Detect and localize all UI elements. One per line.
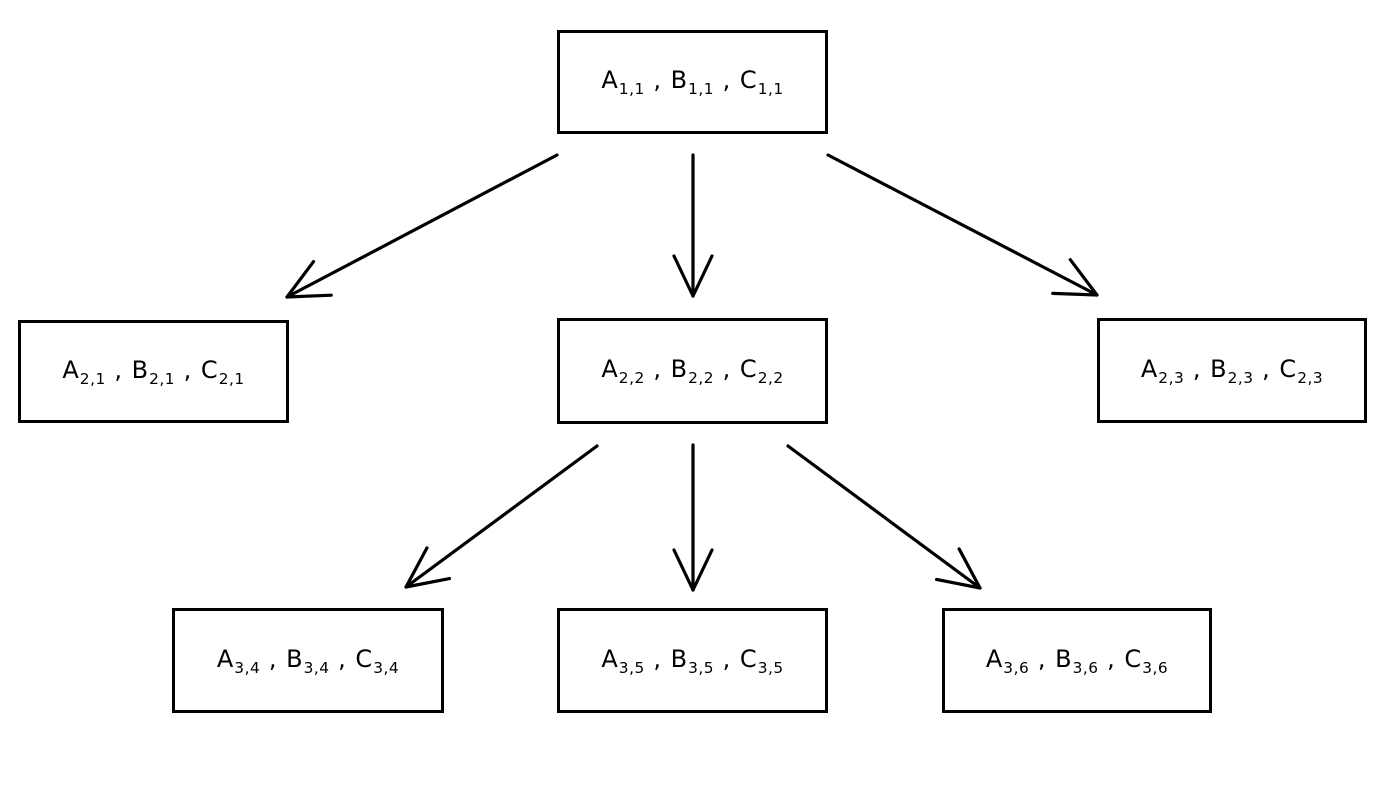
node-label: A2,3 , B2,3 , C2,3 bbox=[1140, 354, 1324, 387]
node-label: A2,2 , B2,2 , C2,2 bbox=[601, 355, 784, 387]
tree-node-2-1: A2,1 , B2,1 , C2,1 bbox=[18, 320, 289, 423]
tree-node-3-5: A3,5 , B3,5 , C3,5 bbox=[557, 608, 828, 713]
arrow-1-1-to-2-1 bbox=[285, 153, 559, 299]
node-label: A2,1 , B2,1 , C2,1 bbox=[62, 355, 245, 388]
node-label: A3,5 , B3,5 , C3,5 bbox=[601, 644, 784, 677]
arrow-1-1-to-2-3 bbox=[826, 153, 1099, 297]
node-label: A3,6 , B3,6 , C3,6 bbox=[985, 644, 1169, 677]
tree-node-3-4: A3,4 , B3,4 , C3,4 bbox=[172, 608, 444, 713]
tree-node-1-1: A1,1 , B1,1 , C1,1 bbox=[557, 30, 828, 134]
tree-node-3-6: A3,6 , B3,6 , C3,6 bbox=[942, 608, 1212, 713]
tree-node-2-2: A2,2 , B2,2 , C2,2 bbox=[557, 318, 828, 424]
arrow-2-2-to-3-4 bbox=[404, 444, 599, 589]
node-label: A1,1 , B1,1 , C1,1 bbox=[601, 66, 784, 98]
tree-node-2-3: A2,3 , B2,3 , C2,3 bbox=[1097, 318, 1367, 423]
arrow-2-2-to-3-6 bbox=[786, 444, 982, 590]
node-label: A3,4 , B3,4 , C3,4 bbox=[216, 644, 400, 677]
